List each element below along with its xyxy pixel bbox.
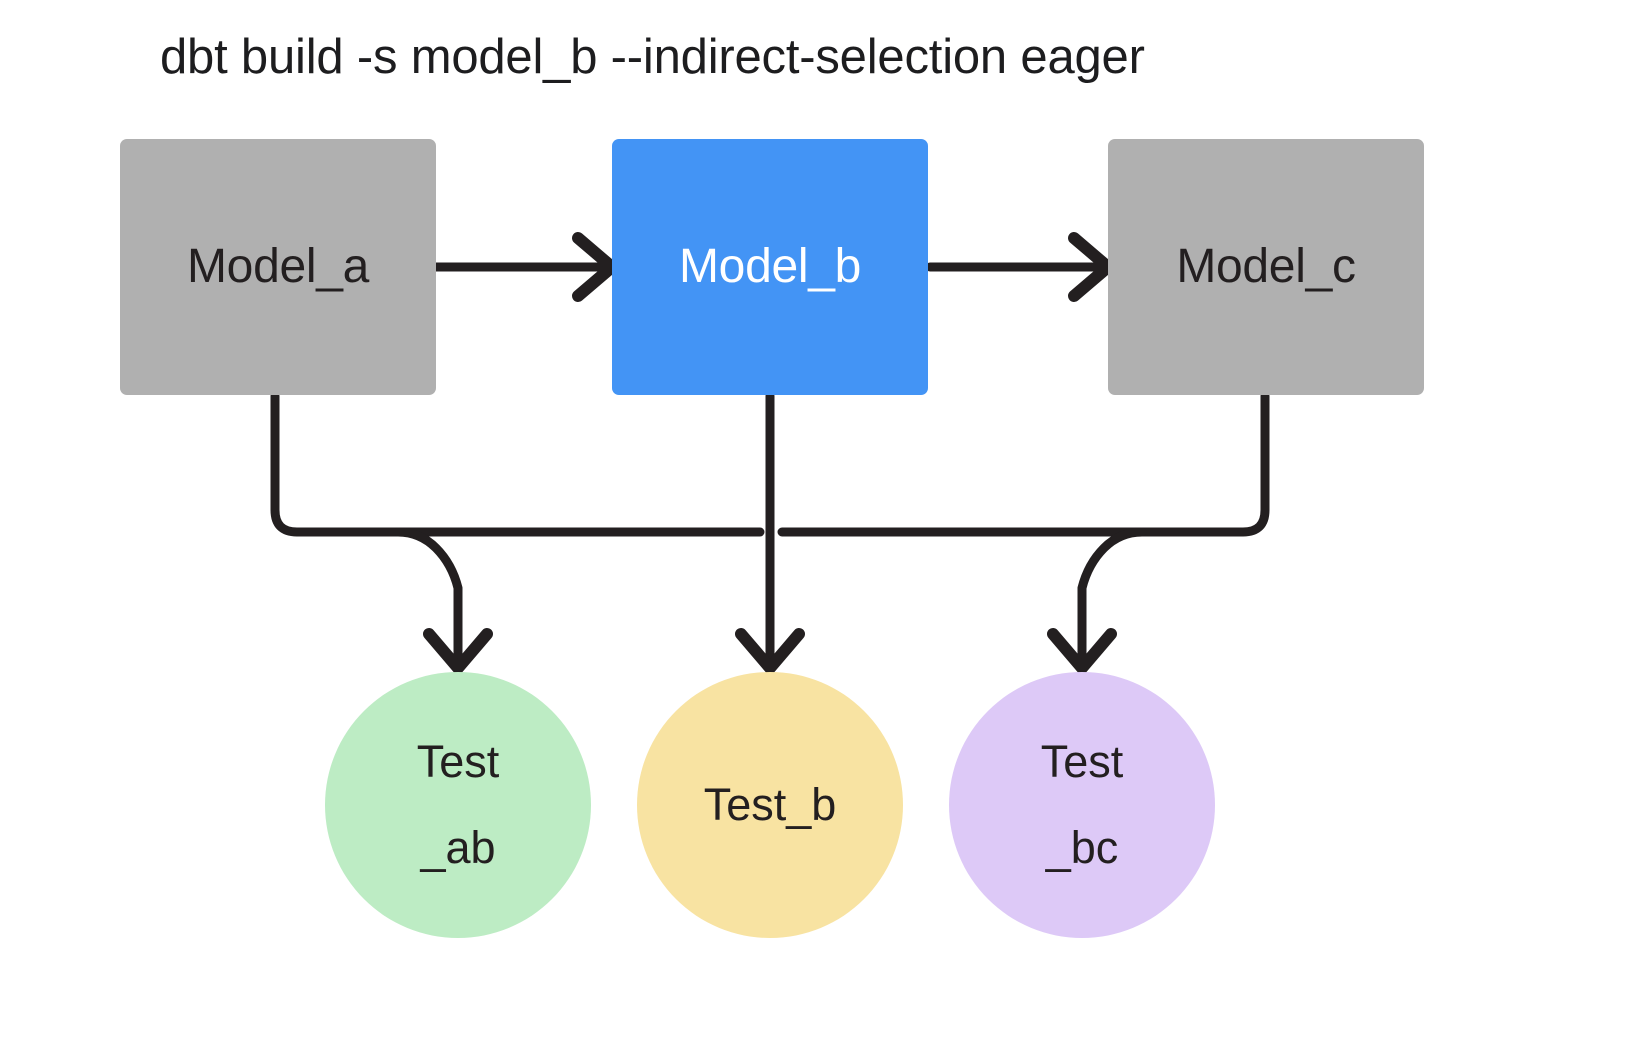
node-test-bc[interactable]: Test _bc xyxy=(949,672,1215,938)
edge-bus-to-test-ab xyxy=(393,527,493,674)
node-model-c[interactable]: Model_c xyxy=(1108,139,1424,395)
node-test-ab-label: Test _ab xyxy=(416,736,500,873)
node-test-b-label: Test_b xyxy=(703,779,837,830)
node-model-b[interactable]: Model_b xyxy=(612,139,928,395)
edge-model-a-to-model-b xyxy=(431,232,619,302)
node-model-a-label: Model_a xyxy=(186,240,370,293)
edge-model-c-to-test-bc xyxy=(777,391,1270,537)
edge-model-b-to-test-b xyxy=(735,391,805,674)
node-test-ab[interactable]: Test _ab xyxy=(325,672,591,938)
edge-bus-to-test-bc xyxy=(1047,527,1147,674)
node-model-a[interactable]: Model_a xyxy=(120,139,436,395)
node-model-b-label: Model_b xyxy=(678,240,862,293)
diagram-title: dbt build -s model_b --indirect-selectio… xyxy=(160,30,1145,84)
node-test-b[interactable]: Test_b xyxy=(637,672,903,938)
node-test-bc-label: Test _bc xyxy=(1040,736,1124,873)
edge-model-b-to-model-c xyxy=(925,232,1115,302)
edge-model-a-to-test-ab xyxy=(270,391,765,537)
node-model-c-label: Model_c xyxy=(1176,240,1356,293)
